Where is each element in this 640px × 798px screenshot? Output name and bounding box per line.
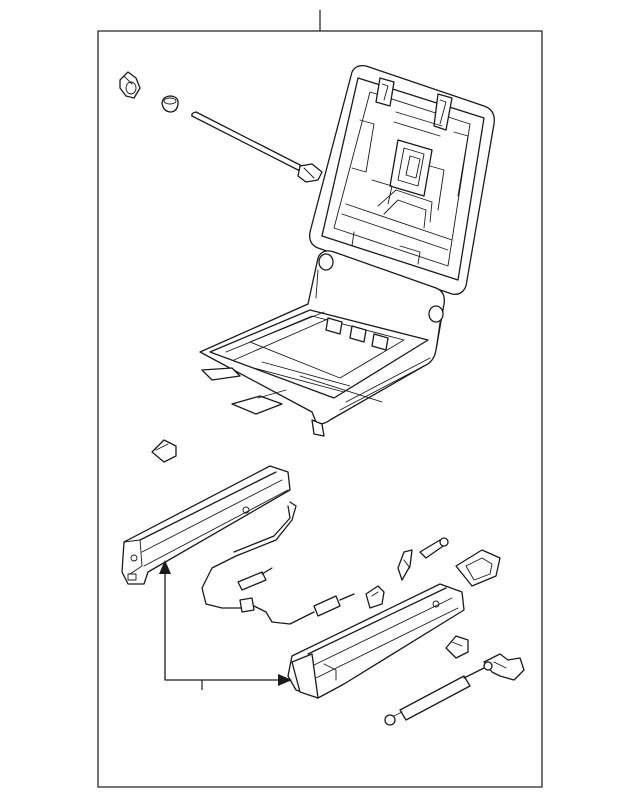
callout-arrow — [159, 560, 292, 690]
release-cable — [201, 501, 355, 625]
cover-cap — [455, 549, 501, 587]
knob-fastener — [119, 71, 141, 99]
clip-part — [151, 439, 177, 463]
bumper-part — [445, 635, 469, 659]
gas-spring — [384, 661, 493, 726]
right-track-rail — [287, 583, 465, 699]
left-track-rail — [121, 465, 291, 585]
small-clip-right — [365, 585, 385, 609]
plate-bracket — [483, 653, 525, 681]
cap-fastener — [161, 95, 179, 113]
pin-connector — [419, 537, 449, 559]
rod-bolt — [191, 111, 323, 183]
hook-bracket — [397, 549, 413, 581]
seat-back-frame — [309, 64, 495, 295]
seat-cushion-frame — [199, 250, 445, 437]
